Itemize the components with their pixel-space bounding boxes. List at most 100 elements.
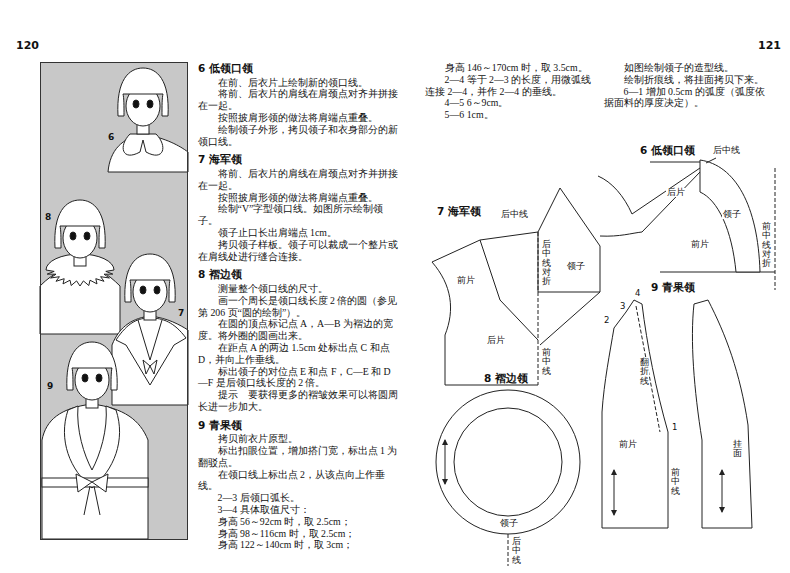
figure-low-neck-collar (108, 68, 188, 172)
part-label: 后片 (666, 188, 686, 197)
body-text: 拷贝前衣片原型。 (198, 433, 398, 445)
head (55, 200, 105, 266)
part-label: 领子 (499, 519, 519, 528)
body-text: 标出领子的对位点 E 和点 F，C—E 和 D—F 是后领口线长度的 2 倍。 (198, 366, 398, 390)
body-text: 身高 146～170cm 时，取 3.5cm。 (425, 62, 597, 74)
part-label: 后片 (486, 336, 506, 345)
front-bodice-piece (602, 300, 668, 528)
sailor-collar (116, 318, 186, 385)
vertical-label: 挂面 (733, 440, 742, 459)
section-heading: 7 海军领 (198, 153, 398, 166)
bow-tails (84, 486, 100, 515)
text-column: 6 低领口领在前、后衣片上绘制新的领口线。将前、后衣片的肩线在肩颈点对齐并拼接在… (198, 62, 398, 551)
part-label: 前片 (690, 240, 710, 249)
inner-circle (454, 408, 562, 516)
body-text: 2—4 等于 2—3 的长度，用微弧线连接 2—4，并作 2—4 的垂线。 (425, 74, 597, 98)
part-label: 4 (634, 289, 641, 298)
vertical-label: 前中线 (542, 348, 551, 376)
vertical-label: 翻折线 (640, 358, 649, 386)
body-text: 如图绘制领子的造型线。 (604, 62, 772, 74)
bow (76, 474, 108, 492)
body-text: 身高 56～92cm 时，取 2.5cm； (198, 516, 398, 528)
text-column: 如图绘制领子的造型线。绘制折痕线，将挂面拷贝下来。6—1 增加 0.5cm 的弧… (604, 62, 772, 109)
head (67, 342, 117, 408)
body-text: 拷贝领子样板。领子可以裁成一个整片或在肩线处进行缝合连接。 (198, 239, 398, 263)
body-text: 按照披肩形领的做法将肩端点重叠。 (198, 112, 398, 124)
body-text: 在前、后衣片上绘制新的领口线。 (198, 77, 398, 89)
grain-line (722, 470, 723, 512)
figure-ruffle-collar (40, 200, 120, 334)
roll-line (636, 306, 660, 432)
pattern-sailor-collar (432, 188, 600, 385)
diagram-title: 7 海军领 (437, 205, 481, 217)
body-text: 按照披肩形领的做法将肩端点重叠。 (198, 192, 398, 204)
body-text: 身高 122～140cm 时，取 3cm； (198, 539, 398, 551)
collar (123, 134, 163, 155)
body-text: 将前、后衣片的肩线在肩颈点对齐并拼接在一起。 (198, 168, 398, 192)
figure-shawl-collar (42, 342, 148, 539)
part-label: 3 (619, 302, 626, 311)
vertical-label: 后中线 (512, 537, 521, 565)
body-text: 4—5 6～9cm。 (425, 97, 597, 109)
bodice-outline (432, 262, 538, 385)
body-text: 5—6 1cm。 (425, 109, 597, 121)
vertical-label: 前中线 (671, 468, 680, 496)
body-text: 6—1 增加 0.5cm 的弧度（弧度依据面料的厚度决定）。 (604, 86, 772, 110)
diagram-title: 6 低领口领 (640, 144, 695, 156)
body-text: 在领口线上标出点 2，从该点向上作垂线。 (198, 469, 398, 493)
pattern-ruffle-collar (436, 390, 580, 566)
bodice (108, 134, 188, 172)
centre-back-line (508, 534, 509, 566)
body-text: 绘制“V”字型领口线。如图所示绘制领子。 (198, 203, 398, 227)
collar-front-edge (540, 292, 600, 345)
part-label: 1 (671, 423, 678, 432)
illustration-panel: 6879 (40, 62, 188, 540)
vertical-label: 后中线对折 (542, 240, 551, 287)
shawl-collar (64, 406, 119, 488)
body-text: 将前、后衣片的肩线在肩颈点对齐并拼接在一起。 (198, 88, 398, 112)
body-text: 2—3 后领口弧长。 (198, 492, 398, 504)
section-heading: 8 褶边领 (198, 268, 398, 281)
part-label: 后中线 (500, 210, 529, 219)
v-neckline (138, 320, 162, 360)
page-number: 120 (16, 40, 39, 52)
head (118, 68, 168, 134)
back-neck-line (650, 162, 700, 163)
v-neckline (480, 240, 538, 340)
part-label: 领子 (722, 210, 742, 219)
section-heading: 6 低领口领 (198, 62, 398, 75)
body-text: 3—4 具体取值尺寸： (198, 504, 398, 516)
body-text: 在距点 A 的两边 1.5cm 处标出点 C 和点 D，并向上作垂线。 (198, 342, 398, 366)
body-text: 绘制领子外形，拷贝领子和衣身部分的新领口线。 (198, 124, 398, 148)
body-text: 标出扣眼位置，增加搭门宽，标出点 1 为翻驳点。 (198, 445, 398, 469)
centre-back-fold (538, 232, 539, 385)
head (125, 254, 175, 320)
part-label: 前片 (456, 276, 476, 285)
body-text: 提示 要获得更多的褶皱效果可以将圆周长进一步加大。 (198, 389, 398, 413)
text-column: 身高 146～170cm 时，取 3.5cm。2—4 等于 2—3 的长度，用微… (425, 62, 597, 121)
body-text: 绘制折痕线，将挂面拷贝下来。 (604, 74, 772, 86)
part-label: 2 (603, 316, 610, 325)
body-text: 身高 98～116cm 时，取 2.5cm； (198, 528, 398, 540)
grain-line (445, 440, 446, 484)
page-number: 121 (758, 40, 781, 52)
figure-number: 6 (108, 133, 114, 142)
pattern-low-neck-collar (598, 158, 775, 290)
front-shoulder-line (600, 172, 700, 236)
pattern-shawl-collar (602, 300, 752, 528)
shoulder-line (432, 232, 538, 262)
figure-number: 9 (47, 382, 53, 391)
part-label: 领子 (566, 262, 586, 271)
collar-piece (700, 160, 760, 272)
part-label: 前片 (618, 440, 638, 449)
body-text: 画一个周长是领口线长度 2 倍的圆（参见第 206 页“圆的绘制”）。 (198, 295, 398, 319)
figure-sailor-collar (112, 254, 188, 405)
outer-circle (436, 390, 580, 534)
diagram-title: 8 褶边领 (484, 372, 528, 384)
panel-ground (40, 62, 188, 540)
figure-number: 8 (45, 213, 51, 222)
bodice (112, 316, 188, 405)
part-label: 后中线 (712, 146, 741, 155)
diagram-title: 9 青果领 (651, 281, 695, 293)
